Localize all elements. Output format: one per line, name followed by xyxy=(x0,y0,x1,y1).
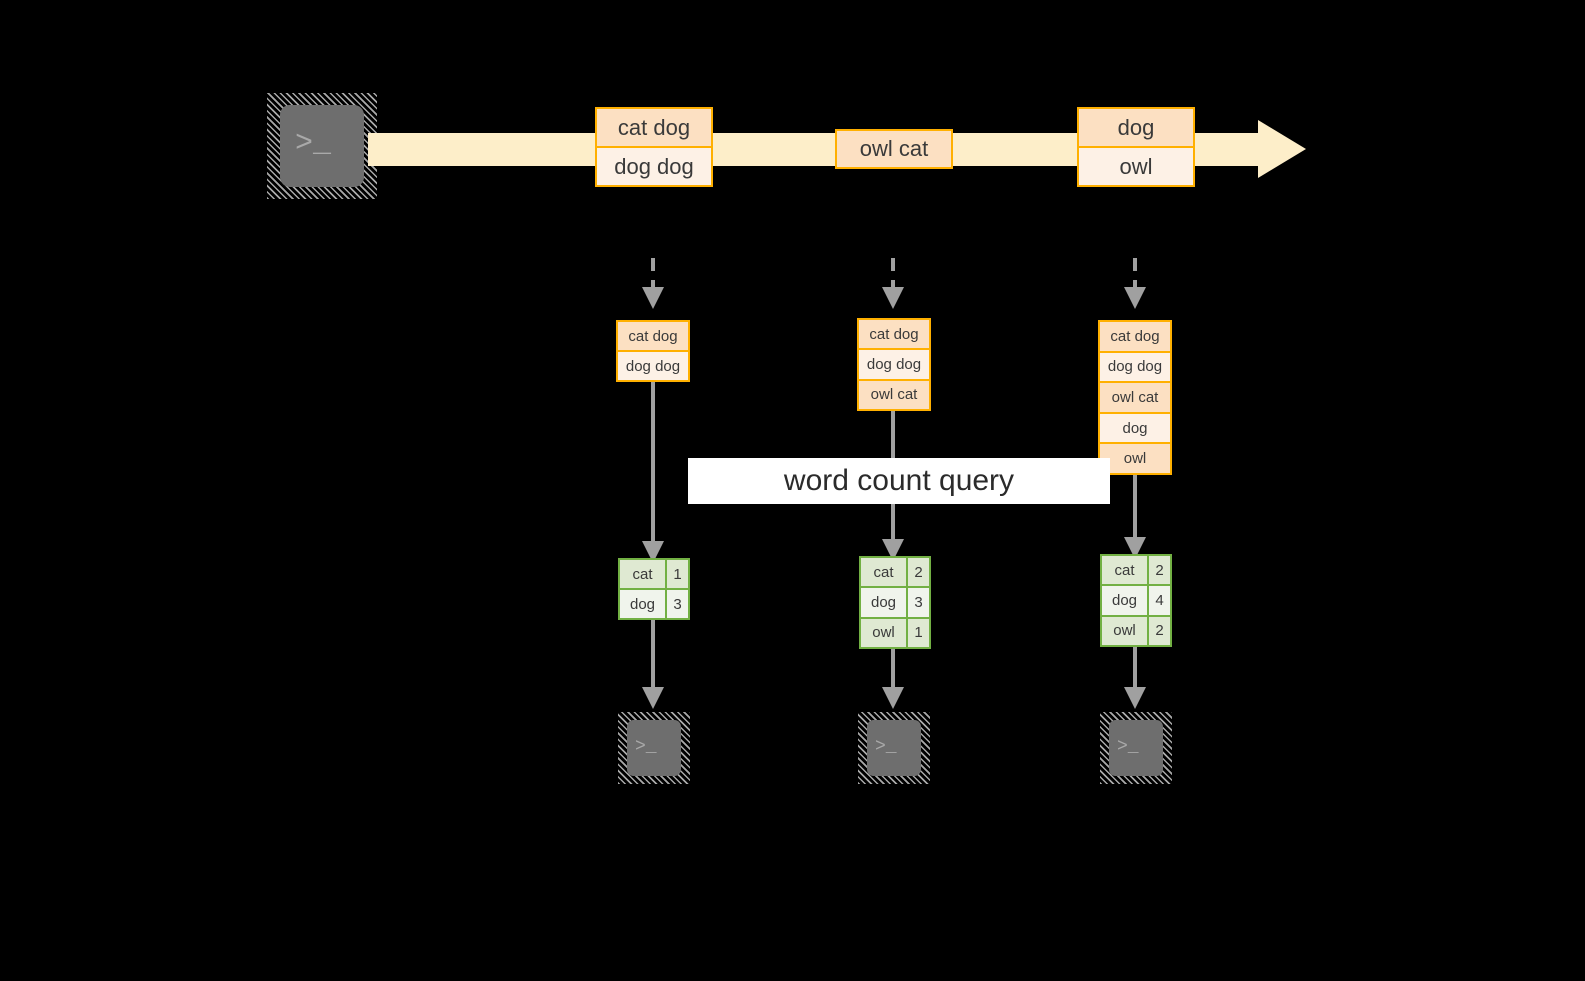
result-key: dog xyxy=(861,588,908,617)
snapshot-2-state-stack: cat dog dog dog owl cat xyxy=(857,318,931,411)
result-value: 3 xyxy=(667,590,688,618)
source-terminal-icon: >_ xyxy=(267,93,377,199)
state-row: owl cat xyxy=(859,380,929,409)
snapshot-3-tap-arrowhead xyxy=(1124,287,1146,309)
state-row: owl xyxy=(1100,444,1170,473)
snapshot-3-query-arrowhead xyxy=(1124,537,1146,559)
result-key: owl xyxy=(861,618,908,647)
result-value: 1 xyxy=(908,618,929,647)
stream-event-line: dog dog xyxy=(597,148,711,185)
state-row: cat dog xyxy=(1100,322,1170,353)
state-row: dog dog xyxy=(1100,352,1170,384)
result-key: dog xyxy=(620,590,667,618)
snapshot-2-query-arrowhead xyxy=(882,539,904,561)
snapshot-2-tap-arrowhead xyxy=(882,287,904,309)
stream-event-line: owl xyxy=(1079,148,1193,185)
snapshot-2-result-table: cat 2 dog 3 owl 1 xyxy=(859,556,931,649)
result-row: cat 2 xyxy=(1102,556,1170,587)
result-value: 3 xyxy=(908,588,929,617)
result-row: owl 1 xyxy=(861,618,929,647)
stream-event-line: owl cat xyxy=(837,131,951,167)
snapshot-1-tap-arrowhead xyxy=(642,287,664,309)
terminal-screen xyxy=(867,720,921,776)
result-key: cat xyxy=(620,560,667,588)
terminal-prompt-glyph: >_ xyxy=(635,737,657,757)
state-row: cat dog xyxy=(618,322,688,352)
terminal-screen xyxy=(280,105,364,187)
snapshot-1-state-stack: cat dog dog dog xyxy=(616,320,690,382)
snapshot-1-tap-line xyxy=(651,258,655,288)
result-row: dog 3 xyxy=(861,588,929,619)
query-label: word count query xyxy=(688,458,1110,504)
result-key: owl xyxy=(1102,616,1149,645)
snapshot-2-sink-terminal-icon: >_ xyxy=(858,712,930,784)
snapshot-1-result-table: cat 1 dog 3 xyxy=(618,558,690,620)
snapshot-3-sink-line xyxy=(1133,647,1137,690)
state-row: owl cat xyxy=(1100,383,1170,414)
snapshot-3-query-line xyxy=(1133,475,1137,548)
event-stream-arrowhead xyxy=(1258,120,1306,178)
result-key: dog xyxy=(1102,586,1149,615)
result-value: 2 xyxy=(1149,556,1170,585)
result-row: dog 4 xyxy=(1102,586,1170,617)
snapshot-1-sink-arrowhead xyxy=(642,687,664,709)
terminal-screen xyxy=(627,720,681,776)
snapshot-3-result-table: cat 2 dog 4 owl 2 xyxy=(1100,554,1172,647)
result-row: cat 1 xyxy=(620,560,688,590)
snapshot-1-sink-terminal-icon: >_ xyxy=(618,712,690,784)
snapshot-1-sink-line xyxy=(651,620,655,690)
snapshot-1-query-arrowhead xyxy=(642,541,664,563)
snapshot-3-sink-terminal-icon: >_ xyxy=(1100,712,1172,784)
terminal-prompt-glyph: >_ xyxy=(295,127,332,161)
snapshot-2-tap-line xyxy=(891,258,895,288)
result-value: 2 xyxy=(908,558,929,587)
terminal-prompt-glyph: >_ xyxy=(875,737,897,757)
state-row: cat dog xyxy=(859,320,929,351)
snapshot-3-state-stack: cat dog dog dog owl cat dog owl xyxy=(1098,320,1172,475)
snapshot-2-sink-line xyxy=(891,649,895,690)
result-key: cat xyxy=(861,558,908,587)
snapshot-1-query-line xyxy=(651,382,655,550)
result-value: 2 xyxy=(1149,616,1170,645)
terminal-prompt-glyph: >_ xyxy=(1117,737,1139,757)
snapshot-2-sink-arrowhead xyxy=(882,687,904,709)
stream-event-line: dog xyxy=(1079,109,1193,148)
result-value: 4 xyxy=(1149,586,1170,615)
result-row: owl 2 xyxy=(1102,616,1170,645)
stream-event-line: cat dog xyxy=(597,109,711,148)
result-row: cat 2 xyxy=(861,558,929,589)
result-key: cat xyxy=(1102,556,1149,585)
stream-event-3: dog owl xyxy=(1077,107,1195,187)
state-row: dog dog xyxy=(618,352,688,380)
stream-event-2: owl cat xyxy=(835,129,953,169)
result-row: dog 3 xyxy=(620,590,688,618)
stream-event-1: cat dog dog dog xyxy=(595,107,713,187)
state-row: dog xyxy=(1100,413,1170,445)
terminal-screen xyxy=(1109,720,1163,776)
state-row: dog dog xyxy=(859,350,929,381)
snapshot-3-sink-arrowhead xyxy=(1124,687,1146,709)
result-value: 1 xyxy=(667,560,688,588)
snapshot-3-tap-line xyxy=(1133,258,1137,288)
